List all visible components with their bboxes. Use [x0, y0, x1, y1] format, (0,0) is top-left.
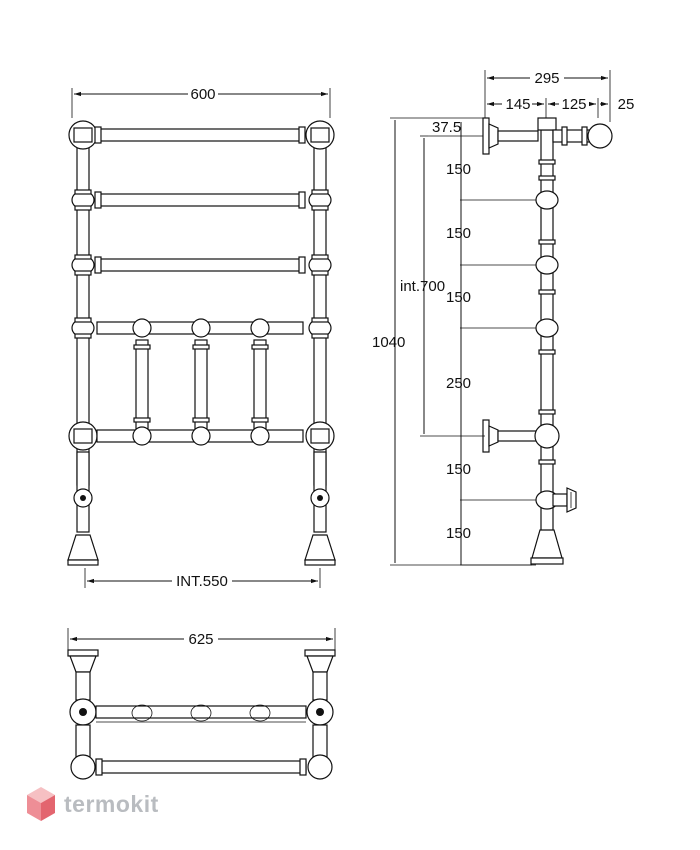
side-top-offset: 37.5 [428, 119, 483, 137]
side-valve [552, 487, 577, 513]
side-depth-dimensions: 295 145 125 25 [484, 70, 635, 122]
top-view: 625 [67, 628, 336, 780]
side-view: 295 145 125 25 [372, 70, 635, 566]
top-width-dimension: 625 [67, 628, 336, 652]
side-inner-height-label: int.700 [400, 278, 445, 295]
brand-logo-text: termokit [64, 790, 159, 817]
side-offset-top-label: 37.5 [432, 119, 461, 136]
side-top-rail [552, 123, 613, 149]
side-height-total-label: 1040 [372, 334, 405, 351]
side-depth-total-label: 295 [534, 70, 559, 87]
side-depth-a-label: 145 [505, 96, 530, 113]
spacing-label: 250 [446, 375, 471, 392]
front-width-label: 600 [190, 86, 215, 103]
side-wall-brackets [482, 117, 539, 453]
spacing-label: 150 [446, 225, 471, 242]
side-depth-c-label: 25 [618, 96, 635, 113]
side-column [530, 117, 564, 565]
spacing-label: 150 [446, 289, 471, 306]
cube-logo-icon [27, 787, 55, 821]
side-total-height-dimension: 1040 [372, 117, 532, 566]
side-inner-height-dimension: int.700 [400, 135, 485, 437]
spacing-label: 150 [446, 461, 471, 478]
spacing-label: 150 [446, 161, 471, 178]
brand-logo: termokit [26, 786, 159, 822]
front-view: 600 [67, 86, 336, 590]
top-left-column [67, 649, 99, 780]
side-depth-b-label: 125 [561, 96, 586, 113]
front-right-column [304, 120, 336, 566]
side-spacing-ticks [460, 122, 536, 566]
front-inner-width-label: INT.550 [176, 573, 228, 590]
front-inner-width-dimension: INT.550 [84, 568, 321, 590]
spacing-label: 150 [446, 525, 471, 542]
side-spacing-labels: 150 150 150 250 150 150 [446, 161, 471, 542]
top-width-label: 625 [188, 631, 213, 648]
front-width-dimension: 600 [71, 86, 331, 118]
front-left-column [67, 120, 99, 566]
top-rails [95, 704, 307, 776]
front-vertical-bars [132, 318, 270, 446]
top-right-column [304, 649, 336, 780]
